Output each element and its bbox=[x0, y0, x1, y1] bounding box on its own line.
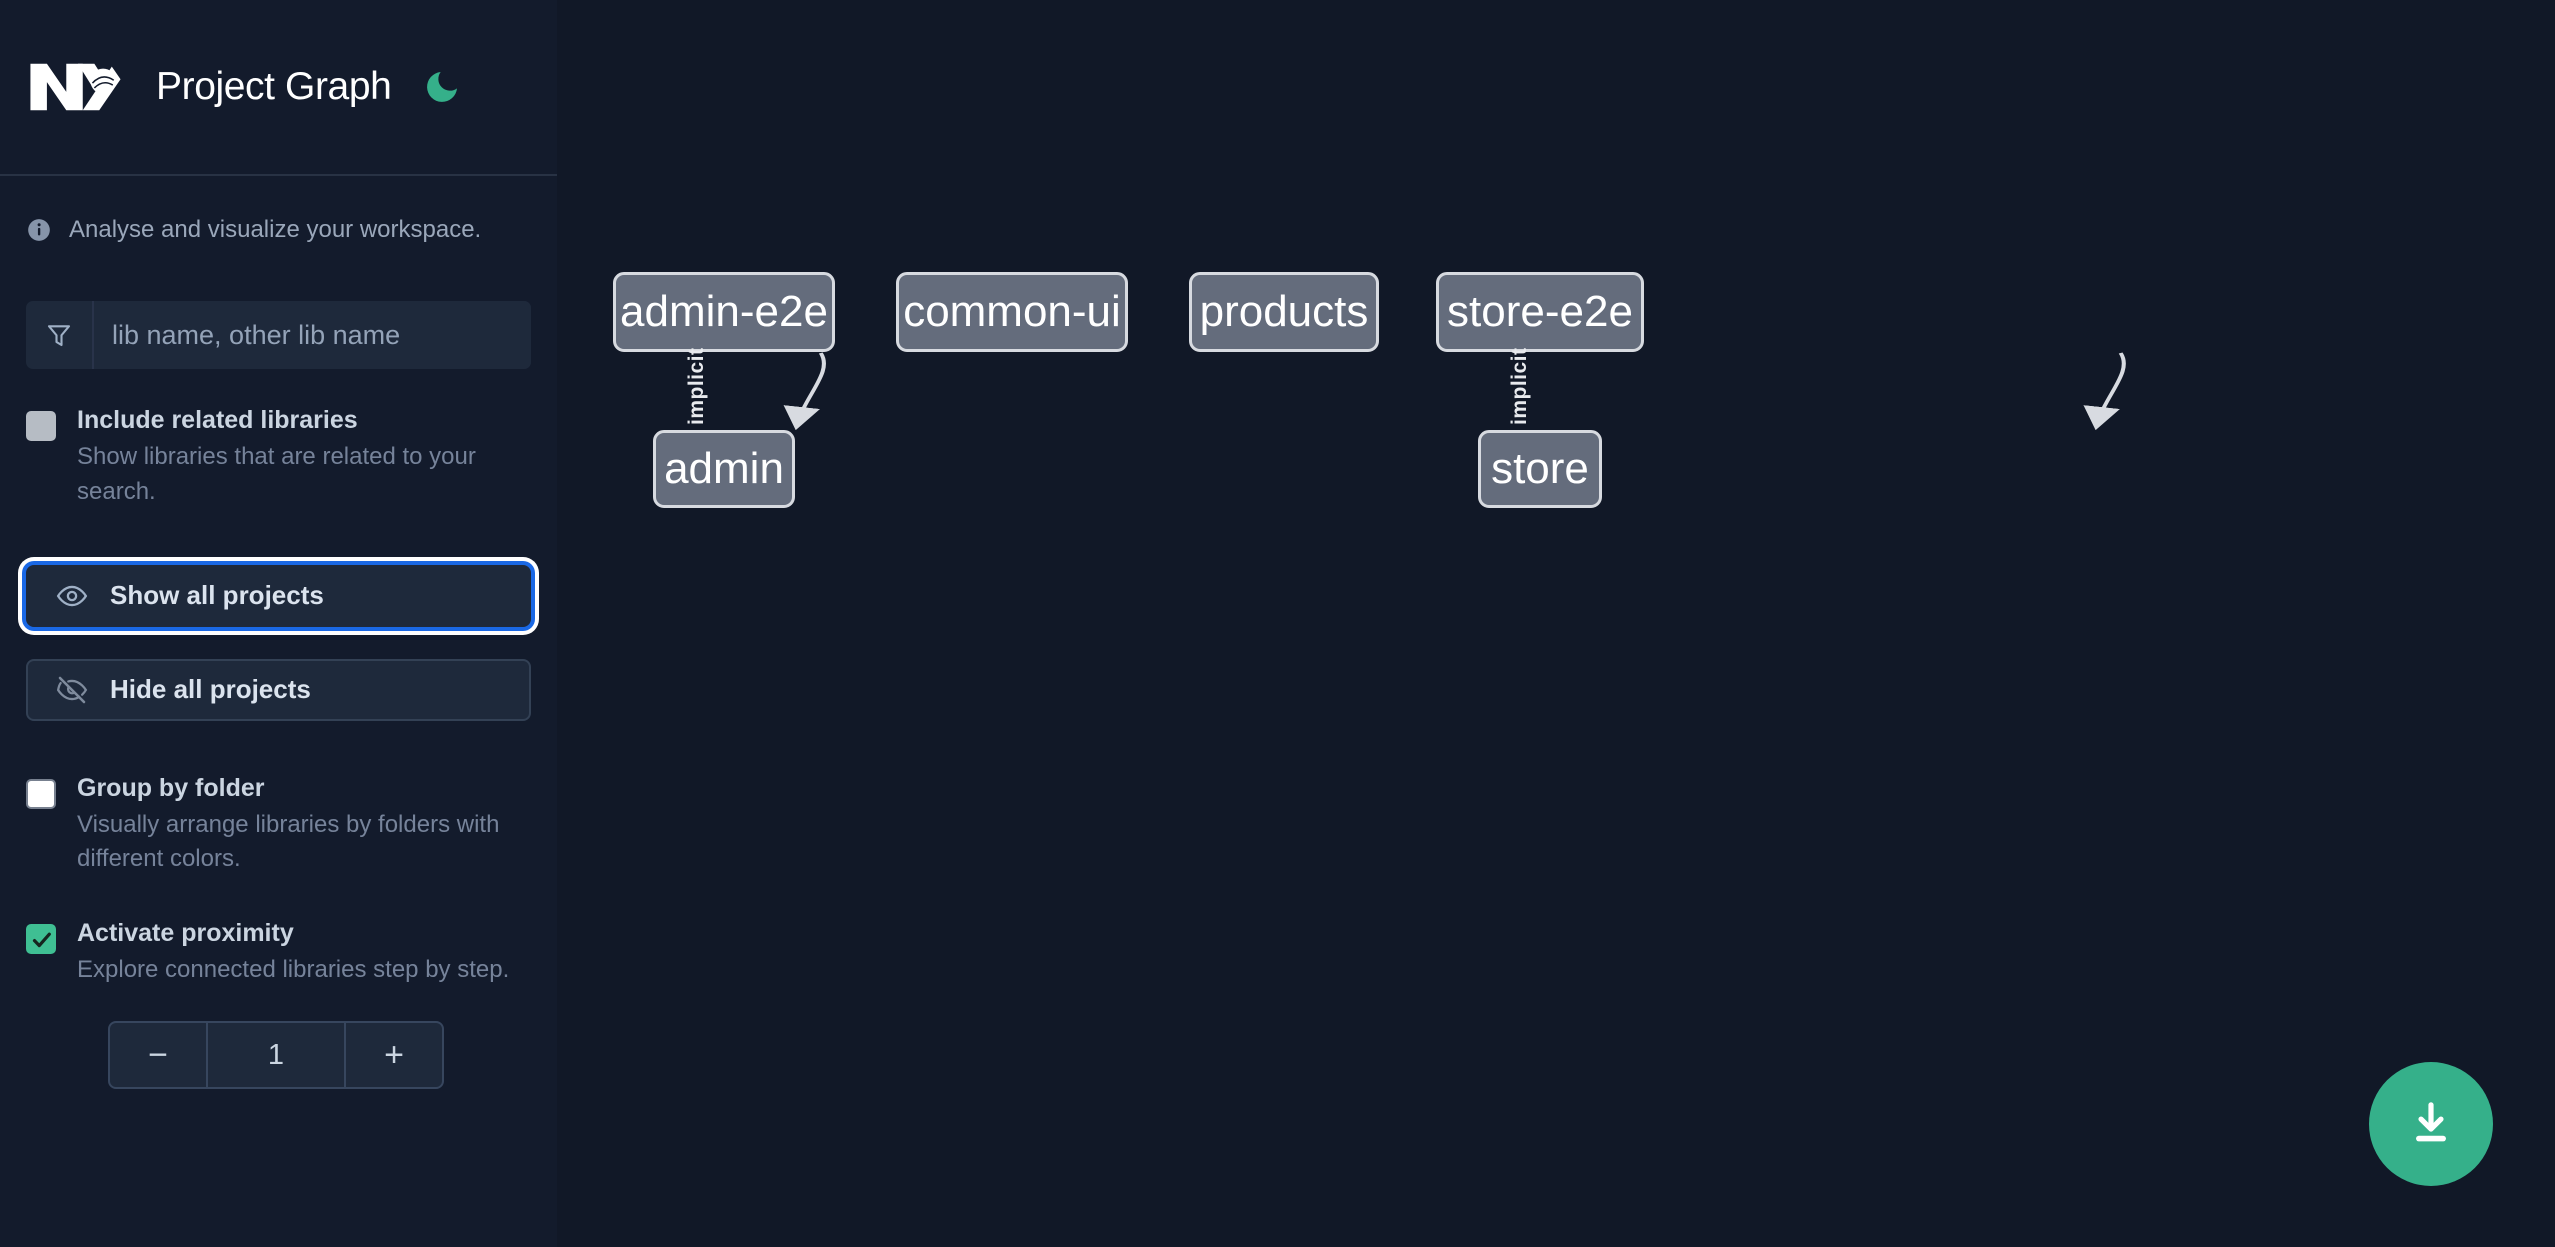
graph-node-store-e2e[interactable]: store-e2e bbox=[1436, 272, 1644, 352]
graph-node-store[interactable]: store bbox=[1478, 430, 1602, 508]
graph-canvas[interactable]: admin-e2e common-ui products store-e2e a… bbox=[557, 0, 2555, 1247]
info-icon bbox=[26, 217, 52, 243]
graph-node-label: admin bbox=[664, 444, 784, 493]
graph-node-label: products bbox=[1199, 287, 1369, 336]
graph-node-label: store-e2e bbox=[1447, 287, 1633, 336]
graph-node-label: store bbox=[1491, 444, 1589, 493]
sidebar-body: Analyse and visualize your workspace. In… bbox=[0, 176, 557, 1090]
moon-icon[interactable] bbox=[421, 66, 463, 108]
proximity-decrement-button[interactable]: − bbox=[110, 1023, 208, 1088]
nx-logo-icon bbox=[26, 56, 124, 118]
edge-label-admin-implicit: implicit bbox=[685, 347, 708, 425]
graph-node-products[interactable]: products bbox=[1189, 272, 1379, 352]
option-activate-proximity[interactable]: Activate proximity Explore connected lib… bbox=[0, 918, 557, 987]
show-all-projects-label: Show all projects bbox=[110, 580, 324, 611]
option-description: Visually arrange libraries by folders wi… bbox=[77, 810, 500, 872]
proximity-stepper-row: − 1 + bbox=[0, 1021, 557, 1090]
filter-field[interactable] bbox=[26, 301, 531, 370]
option-text-group: Group by folder Visually arrange librari… bbox=[77, 773, 527, 876]
edge-store-e2e-store bbox=[2083, 352, 2126, 431]
option-title: Group by folder bbox=[77, 773, 265, 802]
hide-all-projects-button[interactable]: Hide all projects bbox=[26, 658, 531, 721]
download-icon bbox=[2405, 1097, 2457, 1152]
option-title: Include related libraries bbox=[77, 406, 358, 435]
sidebar-header: Project Graph bbox=[0, 0, 557, 176]
search-input[interactable] bbox=[94, 301, 531, 370]
download-graph-button[interactable] bbox=[2369, 1062, 2493, 1186]
option-title: Activate proximity bbox=[77, 919, 294, 947]
option-description: Explore connected libraries step by step… bbox=[77, 956, 510, 984]
graph-edges bbox=[783, 352, 2126, 431]
graph-node-label: common-ui bbox=[903, 287, 1121, 336]
graph-node-common-ui[interactable]: common-ui bbox=[896, 272, 1128, 352]
option-description: Show libraries that are related to your … bbox=[77, 443, 476, 505]
show-all-projects-row: Show all projects bbox=[0, 564, 557, 627]
show-all-projects-button[interactable]: Show all projects bbox=[26, 564, 531, 627]
option-include-related-libraries[interactable]: Include related libraries Show libraries… bbox=[0, 405, 557, 508]
proximity-stepper: − 1 + bbox=[108, 1021, 444, 1090]
workspace-info: Analyse and visualize your workspace. bbox=[0, 176, 557, 245]
hide-all-projects-row: Hide all projects bbox=[0, 658, 557, 721]
option-group-by-folder[interactable]: Group by folder Visually arrange librari… bbox=[0, 773, 557, 876]
option-text-group: Include related libraries Show libraries… bbox=[77, 405, 527, 508]
eye-icon bbox=[54, 580, 90, 612]
proximity-value: 1 bbox=[208, 1023, 346, 1088]
edge-admin-e2e-admin bbox=[783, 352, 827, 431]
hide-all-projects-label: Hide all projects bbox=[110, 674, 311, 705]
activate-proximity-checkbox[interactable] bbox=[26, 924, 56, 954]
filter-funnel-icon bbox=[26, 301, 94, 370]
eye-off-icon bbox=[54, 674, 90, 706]
edge-label-store-implicit: implicit bbox=[1508, 347, 1531, 425]
graph-node-admin[interactable]: admin bbox=[653, 430, 795, 508]
graph-node-label: admin-e2e bbox=[620, 287, 828, 336]
sidebar: Project Graph Analyse and visualize your… bbox=[0, 0, 574, 1247]
option-text-group: Activate proximity Explore connected lib… bbox=[77, 918, 509, 987]
proximity-increment-button[interactable]: + bbox=[384, 1035, 404, 1074]
group-by-folder-checkbox[interactable] bbox=[26, 778, 56, 809]
workspace-info-text: Analyse and visualize your workspace. bbox=[69, 216, 482, 243]
include-related-libraries-checkbox[interactable] bbox=[26, 411, 56, 442]
graph-node-admin-e2e[interactable]: admin-e2e bbox=[613, 272, 835, 352]
app-title: Project Graph bbox=[156, 65, 392, 108]
